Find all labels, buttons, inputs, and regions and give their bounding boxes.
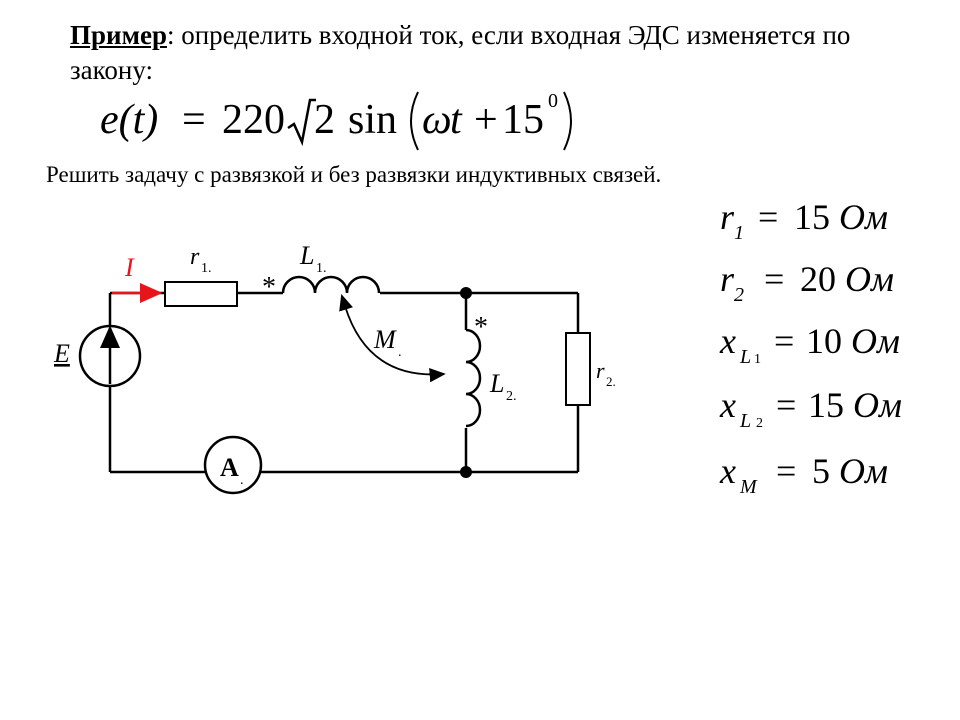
eq-plus: +: [474, 97, 498, 143]
node-top: [460, 287, 472, 299]
r2-subscript: 2.: [606, 374, 616, 389]
task-statement: Пример: определить входной ток, если вхо…: [70, 18, 930, 88]
param-value-group: 15 Ом: [808, 384, 902, 426]
param-unit: Ом: [839, 451, 888, 491]
resistor-r2: [565, 332, 591, 406]
param-subscript: 1: [734, 222, 744, 244]
param-subscript: 2: [734, 284, 744, 306]
emf-equation: e(t) = 220 2 sin ω t + 15 0: [100, 88, 580, 158]
ammeter: [203, 435, 263, 495]
sqrt-sign: [287, 98, 316, 146]
param-equals: =: [758, 197, 779, 237]
param-unit: Ом: [851, 321, 900, 361]
param-symbol: r: [720, 197, 735, 237]
right-paren: [563, 91, 572, 151]
r1-subscript: 1.: [201, 261, 212, 276]
wires: [108, 291, 580, 474]
eq-t: t: [450, 97, 462, 143]
param-equals: =: [774, 321, 795, 361]
param-value-group: 10 Ом: [806, 320, 900, 362]
param-subscript: L: [740, 346, 752, 368]
eq-equals: =: [182, 97, 206, 143]
inductor-l2: [465, 328, 482, 428]
param-unit: Ом: [853, 385, 902, 425]
param-subscript: L: [740, 410, 752, 432]
param-equals: =: [764, 259, 785, 299]
ammeter-label: A: [220, 453, 239, 482]
mutual-inductance-arc: [339, 293, 446, 383]
param-symbol: r: [720, 259, 735, 299]
r1-label: r: [190, 244, 200, 270]
param-value: 20: [800, 259, 836, 299]
star-l1: *: [262, 272, 276, 303]
l2-subscript: 2.: [506, 389, 517, 404]
star-l2: *: [474, 312, 488, 343]
param-subscript: M: [740, 476, 757, 498]
resistor-r1: [164, 281, 238, 307]
param-value-group: 5 Ом: [812, 450, 888, 492]
l1-subscript: 1.: [316, 261, 327, 276]
eq-func: sin: [348, 97, 398, 143]
param-value: 10: [806, 321, 842, 361]
param-value: 5: [812, 451, 830, 491]
param-unit: Ом: [845, 259, 894, 299]
param-value: 15: [808, 385, 844, 425]
param-value: 15: [794, 197, 830, 237]
param-unit: Ом: [839, 197, 888, 237]
r2-label: r: [596, 358, 605, 383]
subtask-text: Решить задачу с развязкой и без развязки…: [46, 162, 662, 187]
task-text: : определить входной ток, если входная Э…: [70, 20, 851, 85]
left-paren: [410, 91, 419, 151]
eq-sqrt-arg: 2: [314, 97, 335, 143]
current-label: I: [124, 253, 135, 282]
eq-omega: ω: [422, 97, 452, 143]
param-subscript-2: 1: [754, 352, 761, 367]
param-equals: =: [776, 385, 797, 425]
mutual-label: M: [373, 325, 397, 354]
param-subscript-2: 2: [756, 416, 763, 431]
param-symbol: x: [720, 385, 736, 425]
param-symbol: x: [720, 321, 736, 361]
l2-label: L: [489, 369, 504, 398]
eq-phase: 15: [502, 97, 544, 143]
task-lead: Пример: [70, 20, 167, 50]
param-equals: =: [776, 451, 797, 491]
eq-lhs: e(t): [100, 97, 159, 143]
mutual-subscript: .: [398, 345, 402, 360]
inductor-l1: [281, 275, 381, 294]
node-bottom: [460, 466, 472, 478]
param-symbol: x: [720, 451, 736, 491]
source-label: E: [53, 339, 70, 368]
param-value-group: 20 Ом: [800, 258, 894, 300]
eq-amplitude: 220: [222, 97, 285, 143]
ammeter-subscript: .: [240, 473, 244, 488]
eq-degree: 0: [548, 90, 558, 112]
l1-label: L: [299, 241, 314, 270]
param-value-group: 15 Ом: [794, 196, 888, 238]
